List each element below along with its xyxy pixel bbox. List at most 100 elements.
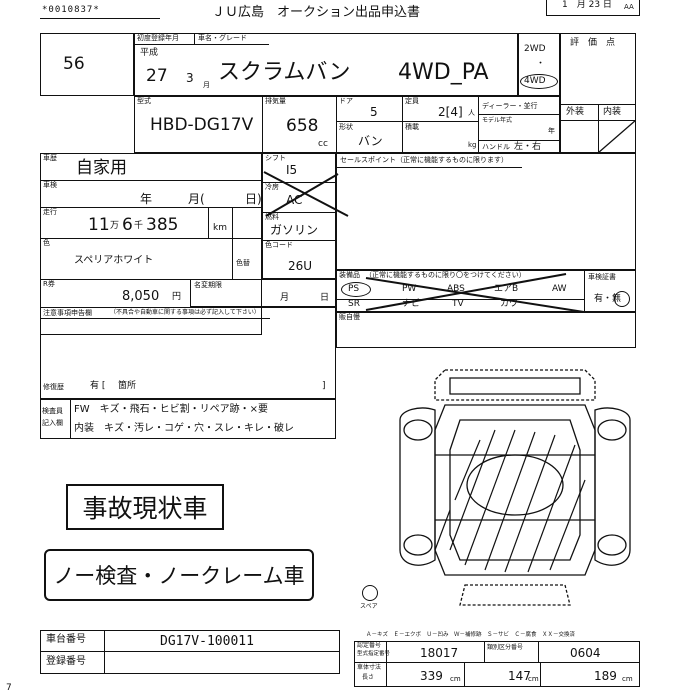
cert-sep-3 (538, 641, 539, 663)
damage-legend: Ａ－キズ Ｅ－エクボ Ｕ－凹み Ｗ－補修跡 Ｓ－サビ Ｃ－腐食 ＸＸ－交換済 (366, 632, 576, 638)
aircon-line (262, 212, 336, 213)
drive-box (518, 33, 560, 96)
recycle-unit: 円 (172, 292, 182, 302)
mileage-label: 走行 (43, 208, 57, 216)
drive-selected-circle (520, 74, 558, 89)
repair-close: ] (322, 381, 326, 391)
inspector-label-1: 検査員 (42, 407, 63, 415)
date-suffix: AA (624, 3, 634, 11)
dims-width: 147 (508, 669, 531, 683)
dims-width-unit: cm (528, 675, 539, 683)
displacement-value: 658 (286, 116, 319, 136)
displacement-unit: cc (318, 139, 328, 149)
shift-label: シフト (265, 154, 286, 162)
model-year-unit: 年 (548, 127, 555, 135)
fuel-label: 燃料 (265, 213, 279, 221)
inspector-row-2: キズ・汚レ・コゲ・穴・スレ・キレ・破レ (104, 423, 294, 434)
cert-sep-1 (386, 641, 387, 663)
car-grade-label: 車名・グレード (198, 34, 247, 42)
sales-point-label: セールスポイント（正常に機能するものに限ります） (340, 156, 508, 164)
equip-abs: ABS (447, 284, 465, 294)
dims-sep-3 (540, 663, 541, 687)
reg-label-sep (194, 33, 195, 44)
inspector-row-2-prefix: 内装 (74, 423, 94, 434)
shape-label: 形状 (339, 123, 353, 131)
row-line-1 (40, 180, 262, 181)
chassis-sep (104, 630, 105, 652)
dims-height-unit: cm (622, 675, 633, 683)
date-box (546, 0, 640, 16)
inspector-label-2: 記入欄 (42, 419, 63, 427)
shift-line (262, 182, 336, 183)
mileage-sep (208, 207, 209, 238)
equipment-cross (365, 273, 584, 312)
recycle-sep (190, 279, 191, 307)
dealer-label: ディーラー・並行 (482, 102, 538, 110)
equipment-sep (584, 270, 585, 312)
sales-point-underline (336, 167, 522, 168)
inspection-year-unit: 年 (140, 192, 153, 206)
load-unit: kg (468, 141, 477, 149)
fuel-value: ガソリン (270, 223, 319, 237)
fuel-line (262, 240, 336, 241)
spare-tire-icon (362, 585, 378, 601)
spec-sep-2 (336, 96, 337, 153)
lot-number: 56 (63, 54, 85, 74)
transfer-box (190, 279, 336, 307)
evaluation-label: 評 価 点 (570, 38, 616, 48)
equip-ps: PS (348, 284, 360, 294)
shape-value: バン (358, 134, 383, 148)
spec-sep-4 (478, 96, 479, 153)
reg-number-box (40, 652, 340, 674)
inspector-sep (70, 399, 71, 439)
color-change-label: 色替 (236, 259, 250, 267)
month-unit: 月 (203, 81, 210, 89)
selling-items-label: 販自慢 (339, 313, 360, 321)
spec-box (134, 96, 560, 153)
drive-sep: ・ (536, 59, 546, 69)
model-year-label: モデル年式 (482, 117, 513, 124)
transfer-day-unit: 日 (320, 293, 330, 303)
reg-number-label: 登録番号 (46, 656, 86, 667)
shift-aircon-cross (263, 171, 349, 217)
class-value: 0604 (570, 646, 601, 660)
certificate-label: 車検証書 (588, 273, 616, 281)
ps-circle (341, 282, 371, 297)
spec-row-split (336, 121, 478, 122)
model-value: HBD-DG17V (150, 115, 254, 135)
shift-value: I5 (286, 163, 298, 177)
first-reg-label: 初度登録年月 (137, 34, 179, 42)
equip-navi: ナビ (402, 299, 421, 309)
barcode-number: *0010837* (42, 5, 100, 15)
equipment-row-split (336, 299, 584, 300)
doors-label: ドア (339, 97, 353, 105)
spec-sep-3 (402, 96, 403, 153)
chassis-value: DG17V-100011 (160, 634, 254, 649)
mileage-man-unit: 万 (110, 221, 120, 231)
dims-height: 189 (594, 669, 617, 683)
dims-length: 339 (420, 669, 443, 683)
dims-label: 車体寸法 (357, 664, 382, 671)
eval-split (598, 104, 599, 153)
inspector-box (40, 399, 336, 439)
displacement-label: 排気量 (265, 97, 286, 105)
equip-pw: PW (402, 284, 417, 294)
color-code-value: 26U (288, 259, 313, 273)
car-damage-diagram (399, 369, 631, 606)
cert-label: 認定番号 (357, 642, 382, 649)
handle-label: ハンドル (482, 143, 510, 151)
notes-sub: （不具合や自動車に関する事項は必ず記入して下さい） (110, 309, 260, 316)
chassis-label: 車台番号 (46, 634, 86, 645)
cert-sub: 型式指定番号 (357, 651, 391, 657)
load-label: 積載 (405, 123, 419, 131)
mileage-sen-unit: 千 (134, 221, 144, 231)
shift-column (262, 153, 336, 279)
row-line-2 (40, 207, 262, 208)
registration-box (134, 33, 518, 96)
mileage-unit: km (213, 223, 227, 233)
reg-number-sep (104, 652, 105, 674)
evaluation-slash (597, 120, 636, 153)
reg-year: 27 (146, 66, 168, 86)
aircon-label: 冷房 (265, 183, 279, 191)
notes-label: 注意事項申告欄 (43, 309, 92, 317)
